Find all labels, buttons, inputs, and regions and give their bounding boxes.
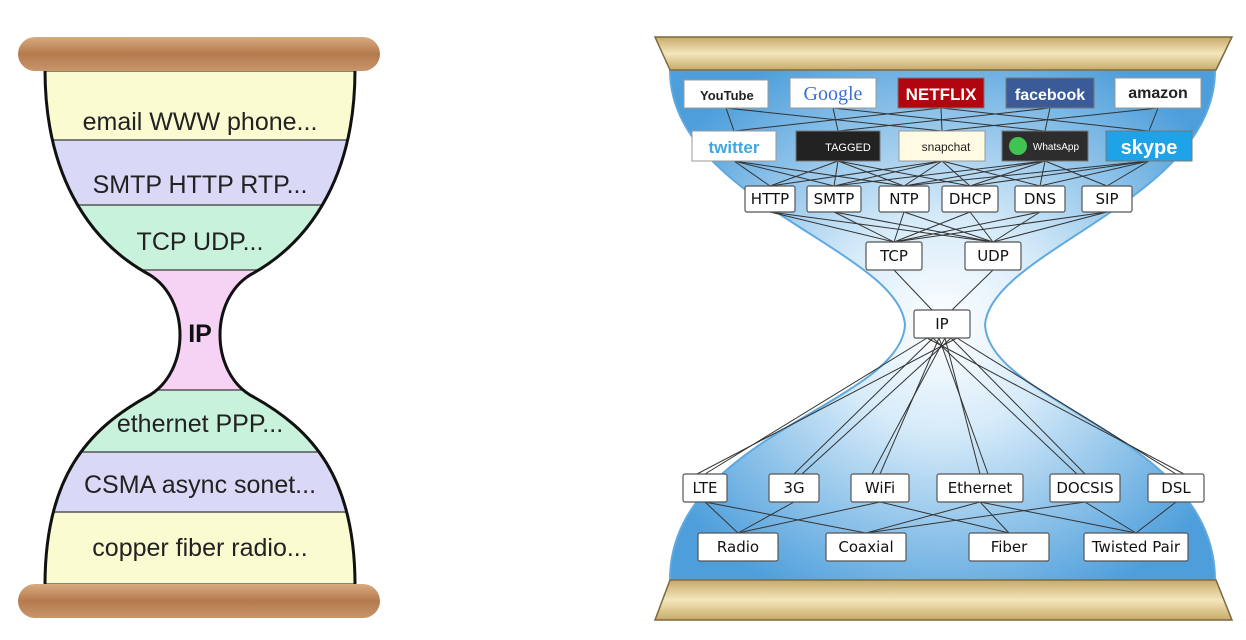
svg-text:DHCP: DHCP: [949, 190, 991, 208]
svg-text:IP: IP: [935, 315, 948, 333]
top-rod: [18, 37, 380, 71]
protocol-box-dns: DNS: [1014, 185, 1066, 213]
tagged-logo: TAGGED: [795, 130, 881, 162]
network-box-ip: IP: [913, 309, 971, 339]
transport-box-tcp: TCP: [865, 241, 923, 271]
layer-application-label: email WWW phone...: [83, 108, 318, 136]
layer-link-label: ethernet PPP...: [117, 410, 283, 438]
protocol-box-sip: SIP: [1081, 185, 1133, 213]
svg-text:snapchat: snapchat: [922, 140, 971, 154]
svg-text:amazon: amazon: [1128, 85, 1188, 102]
protocol-box-ntp: NTP: [878, 185, 930, 213]
link-box-3g: 3G: [768, 473, 820, 503]
svg-text:twitter: twitter: [709, 138, 760, 157]
netflix-logo: NETFLIX: [897, 77, 985, 109]
layer-physical-label: copper fiber radio...: [92, 534, 307, 562]
svg-text:SMTP: SMTP: [814, 190, 855, 208]
link-box-ethernet: Ethernet: [936, 473, 1024, 503]
svg-text:DNS: DNS: [1024, 190, 1056, 208]
svg-text:facebook: facebook: [1015, 87, 1085, 104]
svg-text:Twisted Pair: Twisted Pair: [1091, 538, 1181, 556]
left-hourglass: email WWW phone... SMTP HTTP RTP... TCP …: [18, 37, 380, 618]
svg-text:NTP: NTP: [889, 190, 918, 208]
link-box-lte: LTE: [682, 473, 728, 503]
twitter-logo: twitter: [691, 130, 777, 162]
svg-text:Ethernet: Ethernet: [948, 479, 1013, 497]
layer-app-protocol-label: SMTP HTTP RTP...: [93, 171, 308, 199]
protocol-box-dhcp: DHCP: [941, 185, 999, 213]
link-box-dsl: DSL: [1147, 473, 1205, 503]
skype-logo: skype: [1105, 130, 1193, 162]
svg-text:DSL: DSL: [1161, 479, 1191, 497]
svg-text:DOCSIS: DOCSIS: [1056, 479, 1113, 497]
layer-app-protocol-band: [45, 140, 355, 205]
layer-transport-label: TCP UDP...: [137, 228, 264, 256]
svg-text:skype: skype: [1121, 137, 1178, 159]
whatsapp-logo: WhatsApp: [1001, 130, 1089, 162]
svg-text:Google: Google: [804, 83, 863, 105]
youtube-logo: YouTube: [683, 79, 769, 109]
layer-application-band: [45, 70, 355, 140]
svg-text:TAGGED: TAGGED: [825, 142, 871, 154]
layer-physical-band: [45, 512, 355, 585]
svg-text:3G: 3G: [783, 479, 804, 497]
link-box-wifi: WiFi: [850, 473, 910, 503]
svg-text:SIP: SIP: [1096, 190, 1119, 208]
svg-text:WhatsApp: WhatsApp: [1033, 142, 1080, 153]
svg-text:Fiber: Fiber: [991, 538, 1028, 556]
svg-text:YouTube: YouTube: [700, 88, 754, 103]
layer-ip-label: IP: [188, 320, 212, 348]
svg-text:LTE: LTE: [693, 479, 718, 497]
snapchat-logo: snapchat: [898, 130, 986, 162]
svg-text:Radio: Radio: [717, 538, 759, 556]
bottom-plate: [653, 579, 1234, 621]
google-logo: Google: [789, 77, 877, 109]
protocol-box-smtp: SMTP: [806, 185, 862, 213]
physical-box-twisted-pair: Twisted Pair: [1083, 532, 1189, 562]
link-box-docsis: DOCSIS: [1049, 473, 1121, 503]
top-plate: [653, 36, 1234, 71]
layer-mac-band: [45, 452, 355, 512]
svg-text:UDP: UDP: [977, 247, 1009, 265]
physical-box-radio: Radio: [697, 532, 779, 562]
physical-box-coaxial: Coaxial: [825, 532, 907, 562]
svg-text:NETFLIX: NETFLIX: [906, 85, 977, 104]
layer-mac-label: CSMA async sonet...: [84, 471, 316, 499]
transport-box-udp: UDP: [964, 241, 1022, 271]
svg-text:WiFi: WiFi: [865, 479, 895, 497]
bottom-rod: [18, 584, 380, 618]
svg-text:HTTP: HTTP: [751, 190, 789, 208]
right-hourglass: YouTube Google NETFLIX facebook amazon t…: [653, 36, 1234, 621]
amazon-logo: amazon: [1114, 77, 1202, 109]
physical-box-fiber: Fiber: [968, 532, 1050, 562]
svg-text:TCP: TCP: [879, 247, 908, 265]
svg-text:Coaxial: Coaxial: [838, 538, 893, 556]
protocol-box-http: HTTP: [744, 185, 796, 213]
connection-lines: [696, 107, 1185, 534]
facebook-logo: facebook: [1005, 77, 1095, 109]
